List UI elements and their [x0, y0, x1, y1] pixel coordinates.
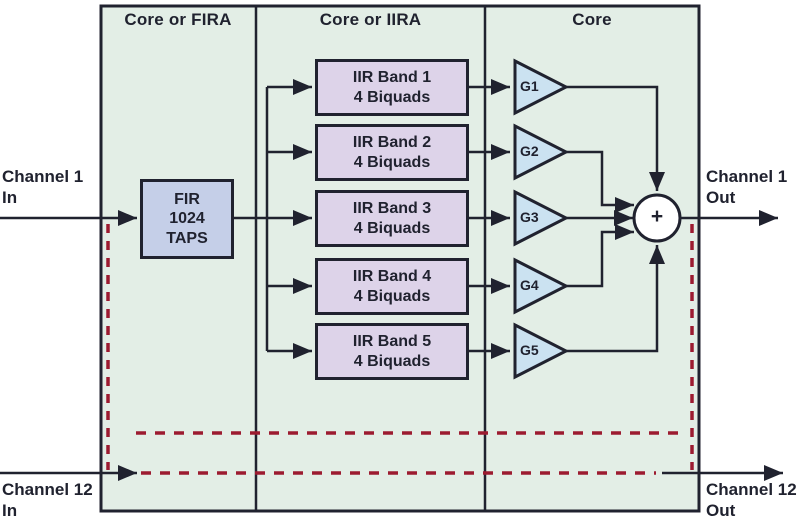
iir-band2-title: IIR Band 2: [352, 134, 432, 152]
g1-to-sum-line: [566, 85, 665, 191]
channel12-in-line2: In: [2, 501, 18, 521]
channel1-in-line1: Channel 1: [2, 167, 84, 186]
fir-label-line2: 1024: [169, 210, 205, 228]
gain-g4-triangle: [513, 257, 570, 315]
iir-band3-title: IIR Band 3: [352, 200, 432, 218]
fir-label-line3: TAPS: [166, 229, 208, 247]
iir-band2-subtitle: 4 Biquads: [353, 153, 431, 171]
g5-to-sum-line: [566, 245, 665, 353]
channel12-out-line2: Out: [706, 501, 736, 521]
gain-g4-label: G4: [520, 277, 539, 293]
iir-band4-subtitle: 4 Biquads: [353, 287, 431, 305]
gain-g3-label: G3: [520, 209, 539, 225]
iir-band5-title: IIR Band 5: [352, 333, 432, 351]
iir-band1-subtitle: 4 Biquads: [353, 88, 431, 106]
fir-block: FIR 1024 TAPS: [140, 179, 234, 259]
gain-g2-label: G2: [520, 143, 539, 159]
iir-band4-block: IIR Band 4 4 Biquads: [315, 258, 469, 315]
iir-band4-title: IIR Band 4: [352, 268, 432, 286]
channel12-in-label: Channel 12 In: [2, 479, 100, 522]
section-header-core-or-iira: Core or IIRA: [319, 10, 422, 29]
channel12-in-line1: Channel 12: [2, 480, 93, 499]
channel1-in-line2: In: [2, 188, 18, 208]
g2-to-sum-line: [566, 150, 634, 213]
iir-band1-title: IIR Band 1: [352, 69, 432, 87]
gain-g3-triangle: [513, 189, 570, 247]
sum-plus-symbol: +: [650, 205, 664, 228]
gain-g5-triangle: [513, 322, 570, 380]
channel1-out-label: Channel 1 Out: [706, 166, 800, 209]
iir-band5-subtitle: 4 Biquads: [353, 352, 431, 370]
channel12-out-label: Channel 12 Out: [706, 479, 800, 522]
iir-band1-block: IIR Band 1 4 Biquads: [315, 59, 469, 116]
gain-g2-triangle: [513, 123, 570, 181]
g4-to-sum-line: [566, 224, 634, 288]
channel1-out-line2: Out: [706, 188, 736, 208]
fir-label-line1: FIR: [174, 191, 200, 209]
section-header-core-or-fira: Core or FIRA: [124, 10, 232, 29]
gain-g5-label: G5: [520, 342, 539, 358]
channel1-in-label: Channel 1 In: [2, 166, 98, 209]
channel1-out-line1: Channel 1: [706, 167, 788, 186]
gain-g1-label: G1: [520, 78, 539, 94]
iir-band5-block: IIR Band 5 4 Biquads: [315, 323, 469, 380]
iir-band3-subtitle: 4 Biquads: [353, 219, 431, 237]
iir-band3-block: IIR Band 3 4 Biquads: [315, 190, 469, 247]
channel12-out-line1: Channel 12: [706, 480, 797, 499]
gain-g1-triangle: [513, 58, 570, 116]
section-header-core: Core: [572, 10, 612, 29]
iir-band2-block: IIR Band 2 4 Biquads: [315, 124, 469, 181]
